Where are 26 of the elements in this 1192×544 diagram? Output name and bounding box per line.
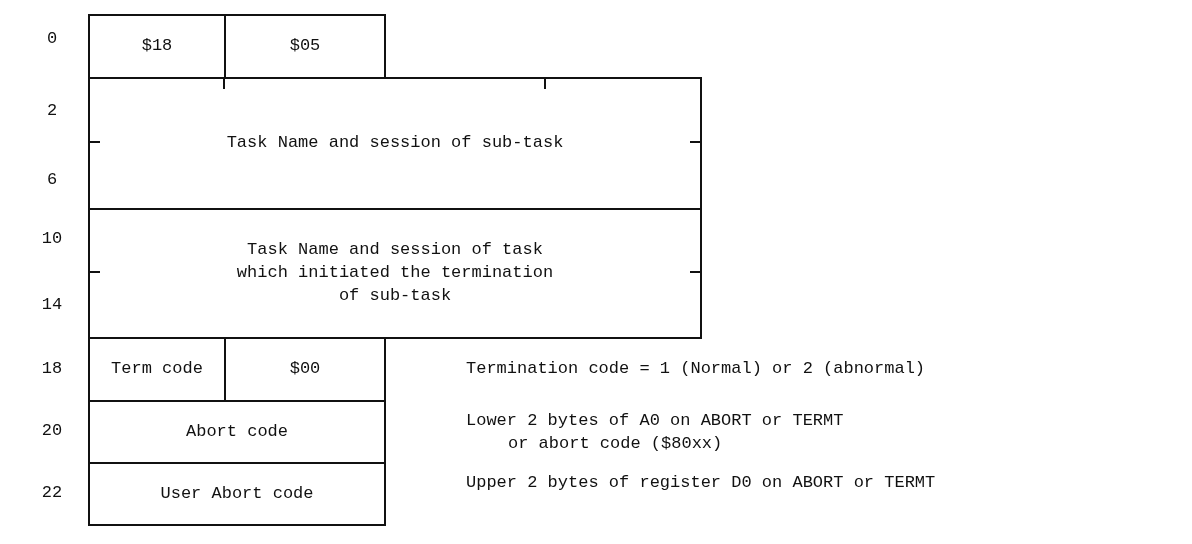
field-cell [88,400,386,464]
field-note: Termination code = 1 (Normal) or 2 (abnormal) [466,360,926,377]
offset-number: 6 [45,171,59,188]
field-note: or abort code ($80xx) [508,435,723,452]
field-cell [88,462,386,526]
offset-number: 2 [45,102,59,119]
field-cell [224,14,386,79]
offset-number: 10 [40,230,64,247]
offset-number: 18 [40,360,64,377]
field-cell [88,77,702,210]
field-label: Abort code [186,420,288,443]
field-cell [88,208,702,339]
field-label: Task Name and session of task which initiated the termination of sub-task [235,239,555,307]
field-note: Upper 2 bytes of register D0 on ABORT or TERMT [466,474,936,491]
field-label: $18 [141,35,173,58]
field-label: $05 [289,35,321,58]
field-label: Term code [111,358,203,381]
field-note: Lower 2 bytes of A0 on ABORT or TERMT [466,412,844,429]
field-label: Task Name and session of sub-task [226,132,564,155]
field-label: User Abort code [160,482,314,505]
offset-number: 0 [45,30,59,47]
offset-number: 22 [40,484,64,501]
offset-number: 20 [40,422,64,439]
offset-number: 14 [40,296,64,313]
field-label: $00 [289,358,321,381]
field-cell [88,14,226,79]
